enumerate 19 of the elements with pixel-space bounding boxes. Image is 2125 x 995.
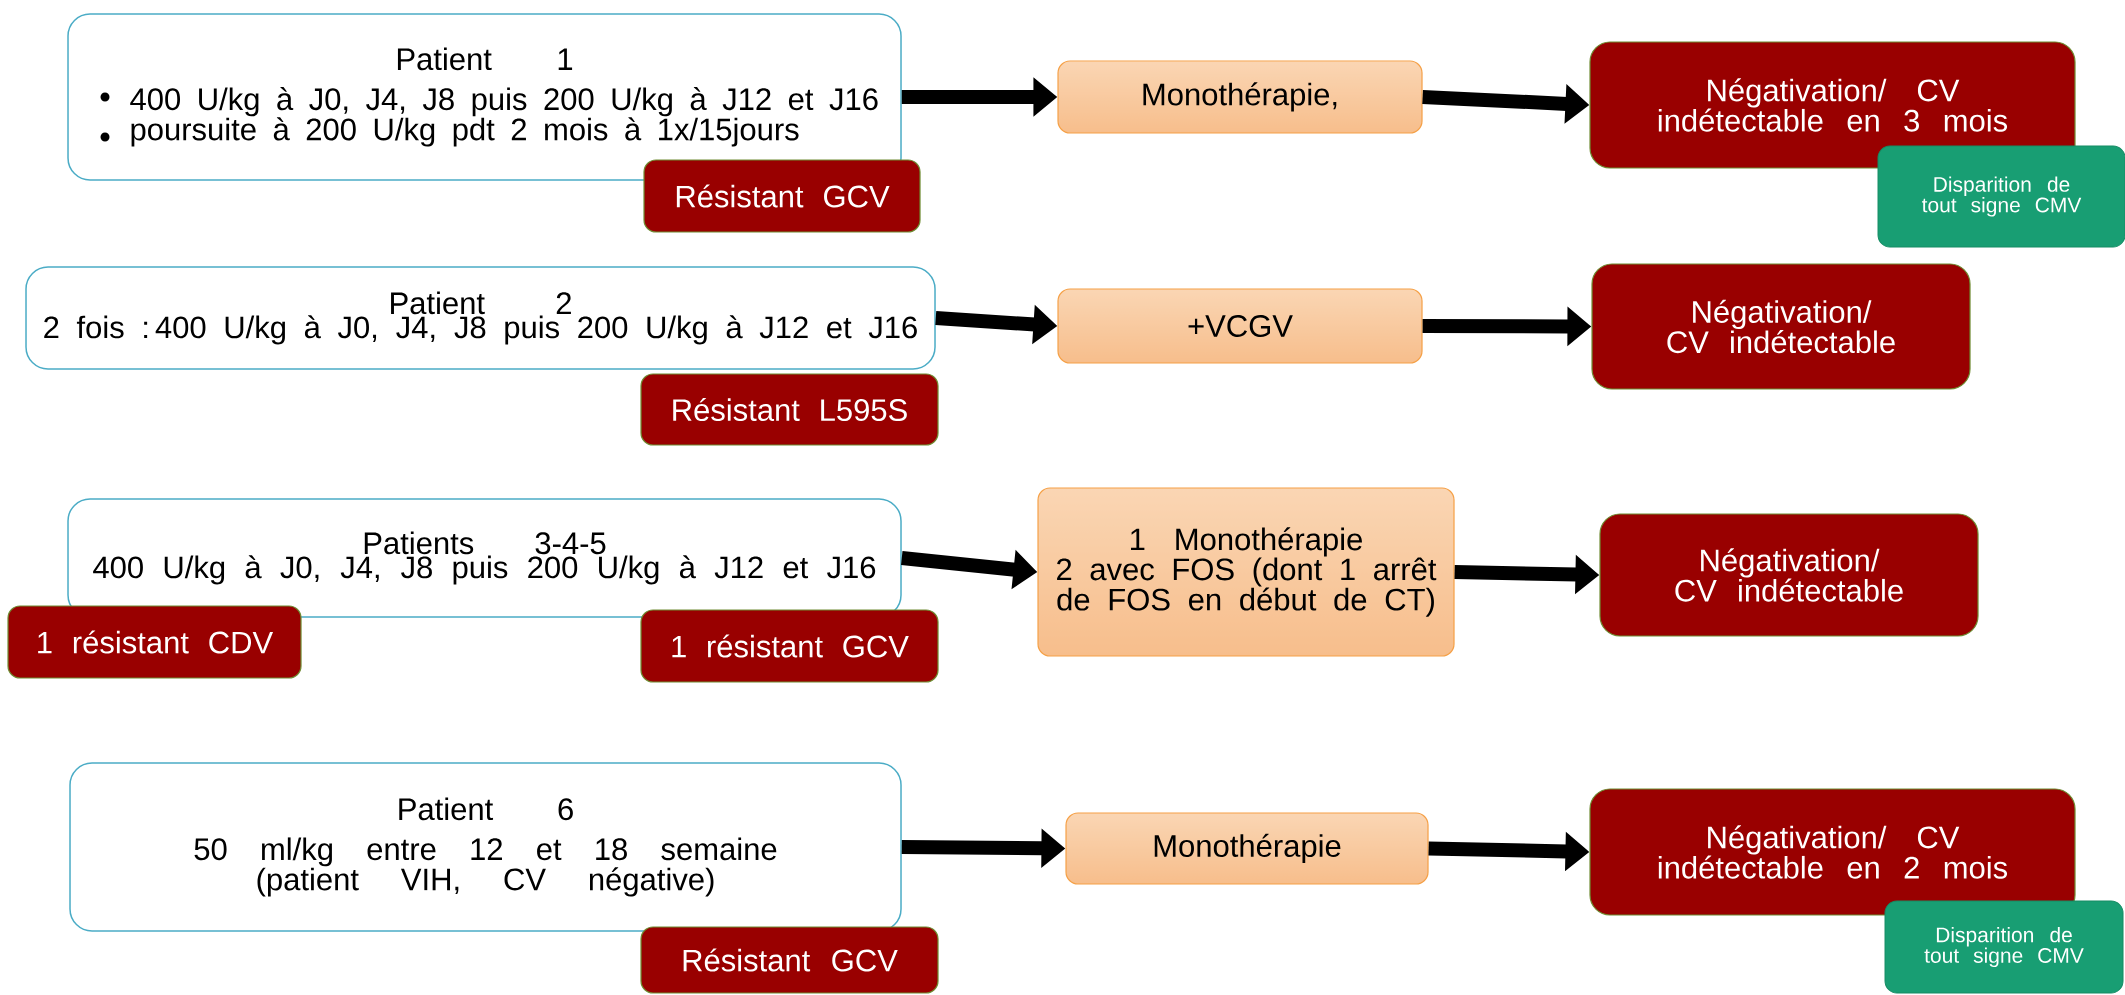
resistance-tag: 1 résistant CDV (7, 605, 302, 679)
resistance-tag: Résistant GCV (643, 159, 921, 233)
treatment-box: +VCGV (1057, 288, 1423, 364)
note-box: Disparition de tout signe CMV (1877, 145, 2125, 248)
resistance-tag: Résistant L595S (640, 373, 939, 446)
outcome-box: Négativation/ CV indétectable en 3 mois (1589, 41, 2076, 169)
treatment-box: Monothérapie, (1057, 60, 1423, 134)
outcome-box: Négativation/ CV indétectable (1599, 513, 1979, 637)
treatment-box: 1 Monothérapie 2 avec FOS (dont 1 arrêt de FOS en début de CT) (1037, 487, 1455, 657)
outcome-box: Négativation/ CV indétectable (1591, 263, 1971, 390)
resistance-tag: 1 résistant GCV (640, 609, 939, 683)
patient-box: Patient 2 2 fois : 400 U/kg à J0, J4, J8 puis 200 U/kg à J12 et J16 (25, 266, 936, 370)
resistance-tag: Résistant GCV (640, 926, 939, 994)
note-box: Disparition de tout signe CMV (1884, 900, 2124, 994)
patient-box: Patient 6 50 ml/kg entre 12 et 18 semaine (patient VIH, CV négative) (69, 762, 902, 932)
treatment-box: Monothérapie (1065, 812, 1429, 885)
patient-box: Patients 3-4-5 400 U/kg à J0, J4, J8 puis 200 U/kg à J12 et J16 (67, 498, 902, 618)
outcome-box: Négativation/ CV indétectable en 2 mois (1589, 788, 2076, 916)
patient-box: Patient 1 400 U/kg à J0, J4, J8 puis 200 U/kg à J12 et J16 poursuite à 200 U/kg pdt 2 mois à 1x/15jours (67, 13, 902, 181)
